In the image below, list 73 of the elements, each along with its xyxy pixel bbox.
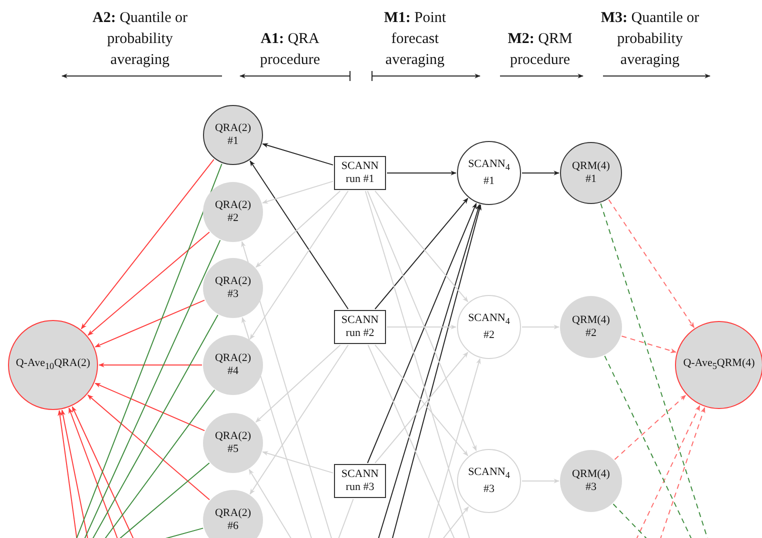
node-label: QRA(2) #1 xyxy=(214,122,252,148)
node-circle xyxy=(203,258,263,318)
node-circle xyxy=(203,413,263,473)
process-box xyxy=(334,310,386,344)
node-label: QRA(2) #4 xyxy=(214,352,252,378)
section-heading: M1: Point forecast averaging xyxy=(382,9,448,70)
connector-line xyxy=(76,163,222,538)
arrow xyxy=(98,362,202,368)
arrow xyxy=(255,344,341,423)
node-label: SCANN$_{4}$ #1 xyxy=(467,158,511,188)
arrow xyxy=(94,300,205,348)
connector-line xyxy=(612,504,648,538)
node-label: QRA(2) #3 xyxy=(214,275,252,301)
arrow xyxy=(68,408,118,538)
node-label: QRM(4) #3 xyxy=(571,468,611,494)
section-heading: M3: Quantile or probability averaging xyxy=(600,9,700,70)
node-circle xyxy=(203,490,263,538)
node-label: SCANN$_{4}$ #3 xyxy=(467,466,511,496)
node-label: SCANN$_{4}$ #2 xyxy=(467,312,511,342)
arrow xyxy=(88,232,210,336)
node-circle xyxy=(457,449,521,513)
node-label: QRA(2) #6 xyxy=(214,507,252,533)
connector-line xyxy=(118,462,210,538)
node-circle xyxy=(203,182,263,242)
arrow xyxy=(442,506,469,538)
arrow xyxy=(614,394,686,460)
arrow xyxy=(621,336,676,353)
process-box xyxy=(334,156,386,190)
arrow xyxy=(636,405,700,538)
arrow xyxy=(72,406,134,538)
connector-line xyxy=(338,498,354,538)
node-label: Q-Ave$_{10}$QRA(2) xyxy=(16,356,90,374)
arrow xyxy=(386,170,457,176)
node-label: Q-Ave$_{5}$QRM(4) xyxy=(683,356,755,374)
node-circle xyxy=(203,335,263,395)
node-circle xyxy=(457,295,521,359)
arrow xyxy=(660,407,706,538)
arrow xyxy=(250,160,349,310)
section-heading: A1: QRA procedure xyxy=(259,30,321,70)
arrow xyxy=(58,410,78,538)
connector-line xyxy=(104,389,216,538)
node-label: QRM(4) #2 xyxy=(571,314,611,340)
arrow xyxy=(522,170,560,176)
process-box xyxy=(334,464,386,498)
node-label: QRA(2) #2 xyxy=(214,199,252,225)
connector-line xyxy=(92,314,218,538)
arrow xyxy=(428,358,481,538)
node-label: SCANN run #2 xyxy=(340,314,380,340)
node-label: SCANN run #3 xyxy=(340,468,380,494)
arrow xyxy=(248,468,292,538)
section-heading: M2: QRM procedure xyxy=(506,30,574,70)
arrow xyxy=(522,324,560,330)
arrow xyxy=(87,394,210,500)
arrow xyxy=(80,158,214,330)
arrow xyxy=(250,344,349,495)
arrow xyxy=(262,180,334,204)
connector-line xyxy=(368,344,456,538)
connector-line xyxy=(84,240,221,538)
node-label: QRA(2) #5 xyxy=(214,430,252,456)
section-heading: A2: Quantile or probability averaging xyxy=(92,9,188,70)
node-label: SCANN run #1 xyxy=(340,160,380,186)
arrow xyxy=(262,451,334,474)
arrow xyxy=(60,410,88,538)
node-label: QRM(4) #1 xyxy=(571,160,611,186)
arrow xyxy=(262,143,334,166)
arrow xyxy=(255,190,341,268)
connector-line xyxy=(364,190,470,538)
arrow xyxy=(522,478,560,484)
connector-line xyxy=(604,355,692,538)
arrow xyxy=(94,382,206,432)
arrow xyxy=(250,190,349,340)
arrow xyxy=(386,324,457,330)
arrow xyxy=(608,199,695,328)
